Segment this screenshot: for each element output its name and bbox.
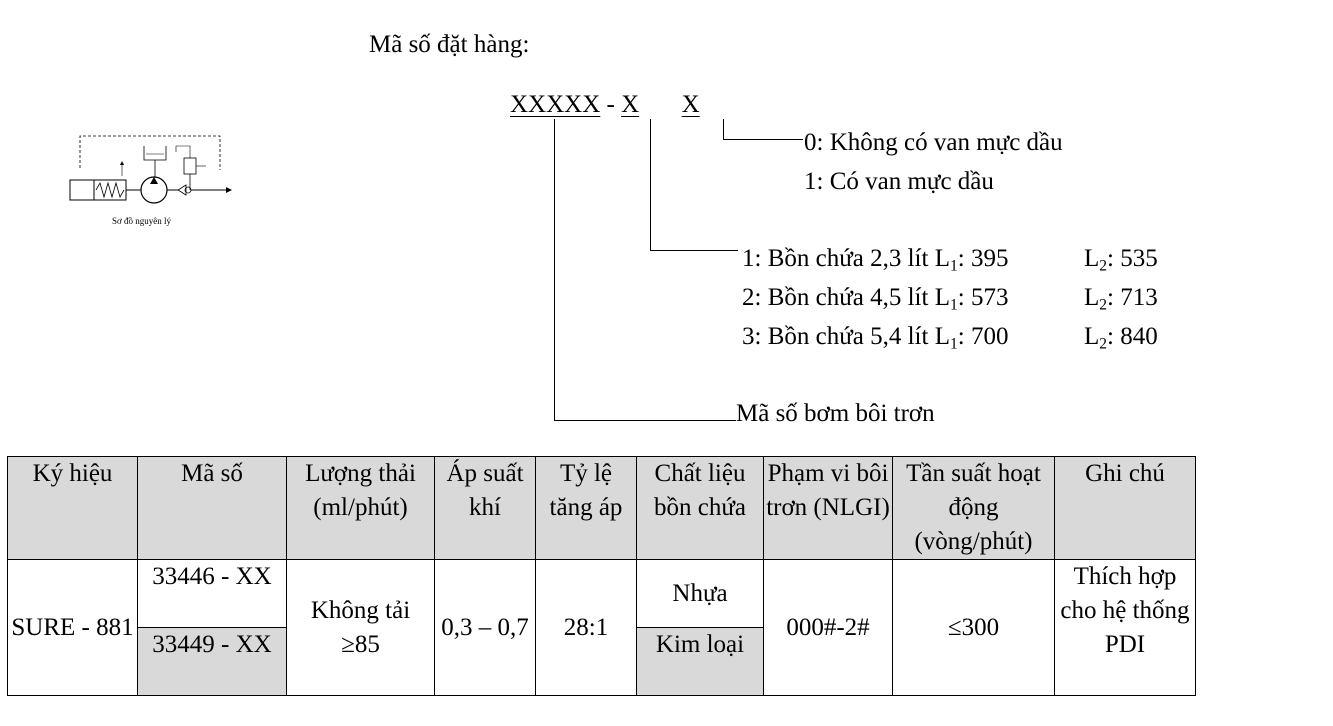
tank-option-label: 3: Bồn chứa 5,4 lít [742, 323, 929, 350]
valve-connector-vertical [723, 119, 724, 139]
tank-option-1-l2: L2: 535 [1084, 245, 1158, 275]
tank-l1-value: 395 [970, 245, 1009, 272]
valve-option-1: 1: Có van mực dầu [804, 168, 994, 195]
cell-air-pressure: 0,3 – 0,7 [434, 559, 536, 696]
cell-symbol: SURE - 881 [7, 559, 138, 696]
tank-option-3: 3: Bồn chứa 5,4 lít L1: 700 [742, 323, 1009, 353]
order-code-pattern: XXXXX - X X [510, 92, 700, 117]
tank-connector-horizontal [650, 250, 738, 251]
cell-frequency: ≤300 [892, 559, 1055, 696]
tank-l2-value: 713 [1120, 284, 1158, 311]
header-note: Ghi chú [1054, 456, 1196, 560]
schematic-diagram [69, 135, 232, 204]
tank-option-2-l2: L2: 713 [1084, 284, 1158, 314]
table-header-row: Ký hiệu Mã số Lượng thải (ml/phút) Áp su… [7, 456, 1196, 560]
header-ratio: Tỷ lệ tăng áp [535, 456, 637, 560]
valve-option-0: 0: Không có van mực dầu [804, 129, 1063, 156]
code-separator: - [606, 91, 615, 118]
tank-l2-value: 840 [1120, 323, 1158, 350]
header-frequency: Tần suất hoạt động (vòng/phút) [892, 456, 1055, 560]
tank-l2-value: 535 [1120, 245, 1158, 272]
cell-note: Thích hợp cho hệ thống PDI [1054, 559, 1196, 696]
tank-option-2: 2: Bồn chứa 4,5 lít L1: 573 [742, 284, 1009, 314]
pump-connector-vertical [554, 119, 555, 420]
cell-material-b: Kim loại [636, 627, 764, 696]
table-row: SURE - 881 33446 - XX Không tải ≥85 0,3 … [7, 559, 1196, 696]
tank-l1-value: 573 [970, 284, 1009, 311]
tank-connector-vertical [650, 119, 651, 250]
cell-code-a: 33446 - XX [137, 559, 287, 628]
order-code-heading: Mã số đặt hàng: [369, 31, 530, 58]
spec-table: Ký hiệu Mã số Lượng thải (ml/phút) Áp su… [7, 456, 1196, 696]
cell-flow: Không tải ≥85 [286, 559, 435, 696]
valve-connector-horizontal [723, 139, 803, 140]
header-symbol: Ký hiệu [7, 456, 138, 560]
cell-nlgi: 000#-2# [763, 559, 893, 696]
pump-code-placeholder: XXXXX [510, 91, 601, 118]
header-air-pressure: Áp suất khí [434, 456, 536, 560]
table-row: 33449 - XX Kim loại [8, 627, 1196, 696]
pump-connector-horizontal [554, 420, 736, 421]
header-material: Chất liệu bồn chứa [636, 456, 764, 560]
cell-code-b: 33449 - XX [137, 627, 287, 696]
tank-option-label: 1: Bồn chứa 2,3 lít [742, 245, 929, 272]
header-flow: Lượng thải (ml/phút) [286, 456, 435, 560]
diagram-caption: Sơ đồ nguyên lý [112, 216, 172, 226]
valve-code-placeholder: X [681, 91, 700, 118]
cell-material-a: Nhựa [636, 559, 764, 628]
tank-code-placeholder: X [621, 91, 640, 118]
tank-option-label: 2: Bồn chứa 4,5 lít [742, 284, 929, 311]
header-lubrication-range: Phạm vi bôi trơn (NLGI) [763, 456, 893, 560]
pump-code-label: Mã số bơm bôi trơn [736, 400, 935, 427]
tank-l1-value: 700 [970, 323, 1009, 350]
tank-option-1: 1: Bồn chứa 2,3 lít L1: 395 [742, 245, 1009, 275]
header-code: Mã số [137, 456, 287, 560]
tank-option-3-l2: L2: 840 [1084, 323, 1158, 353]
cell-ratio: 28:1 [535, 559, 637, 696]
